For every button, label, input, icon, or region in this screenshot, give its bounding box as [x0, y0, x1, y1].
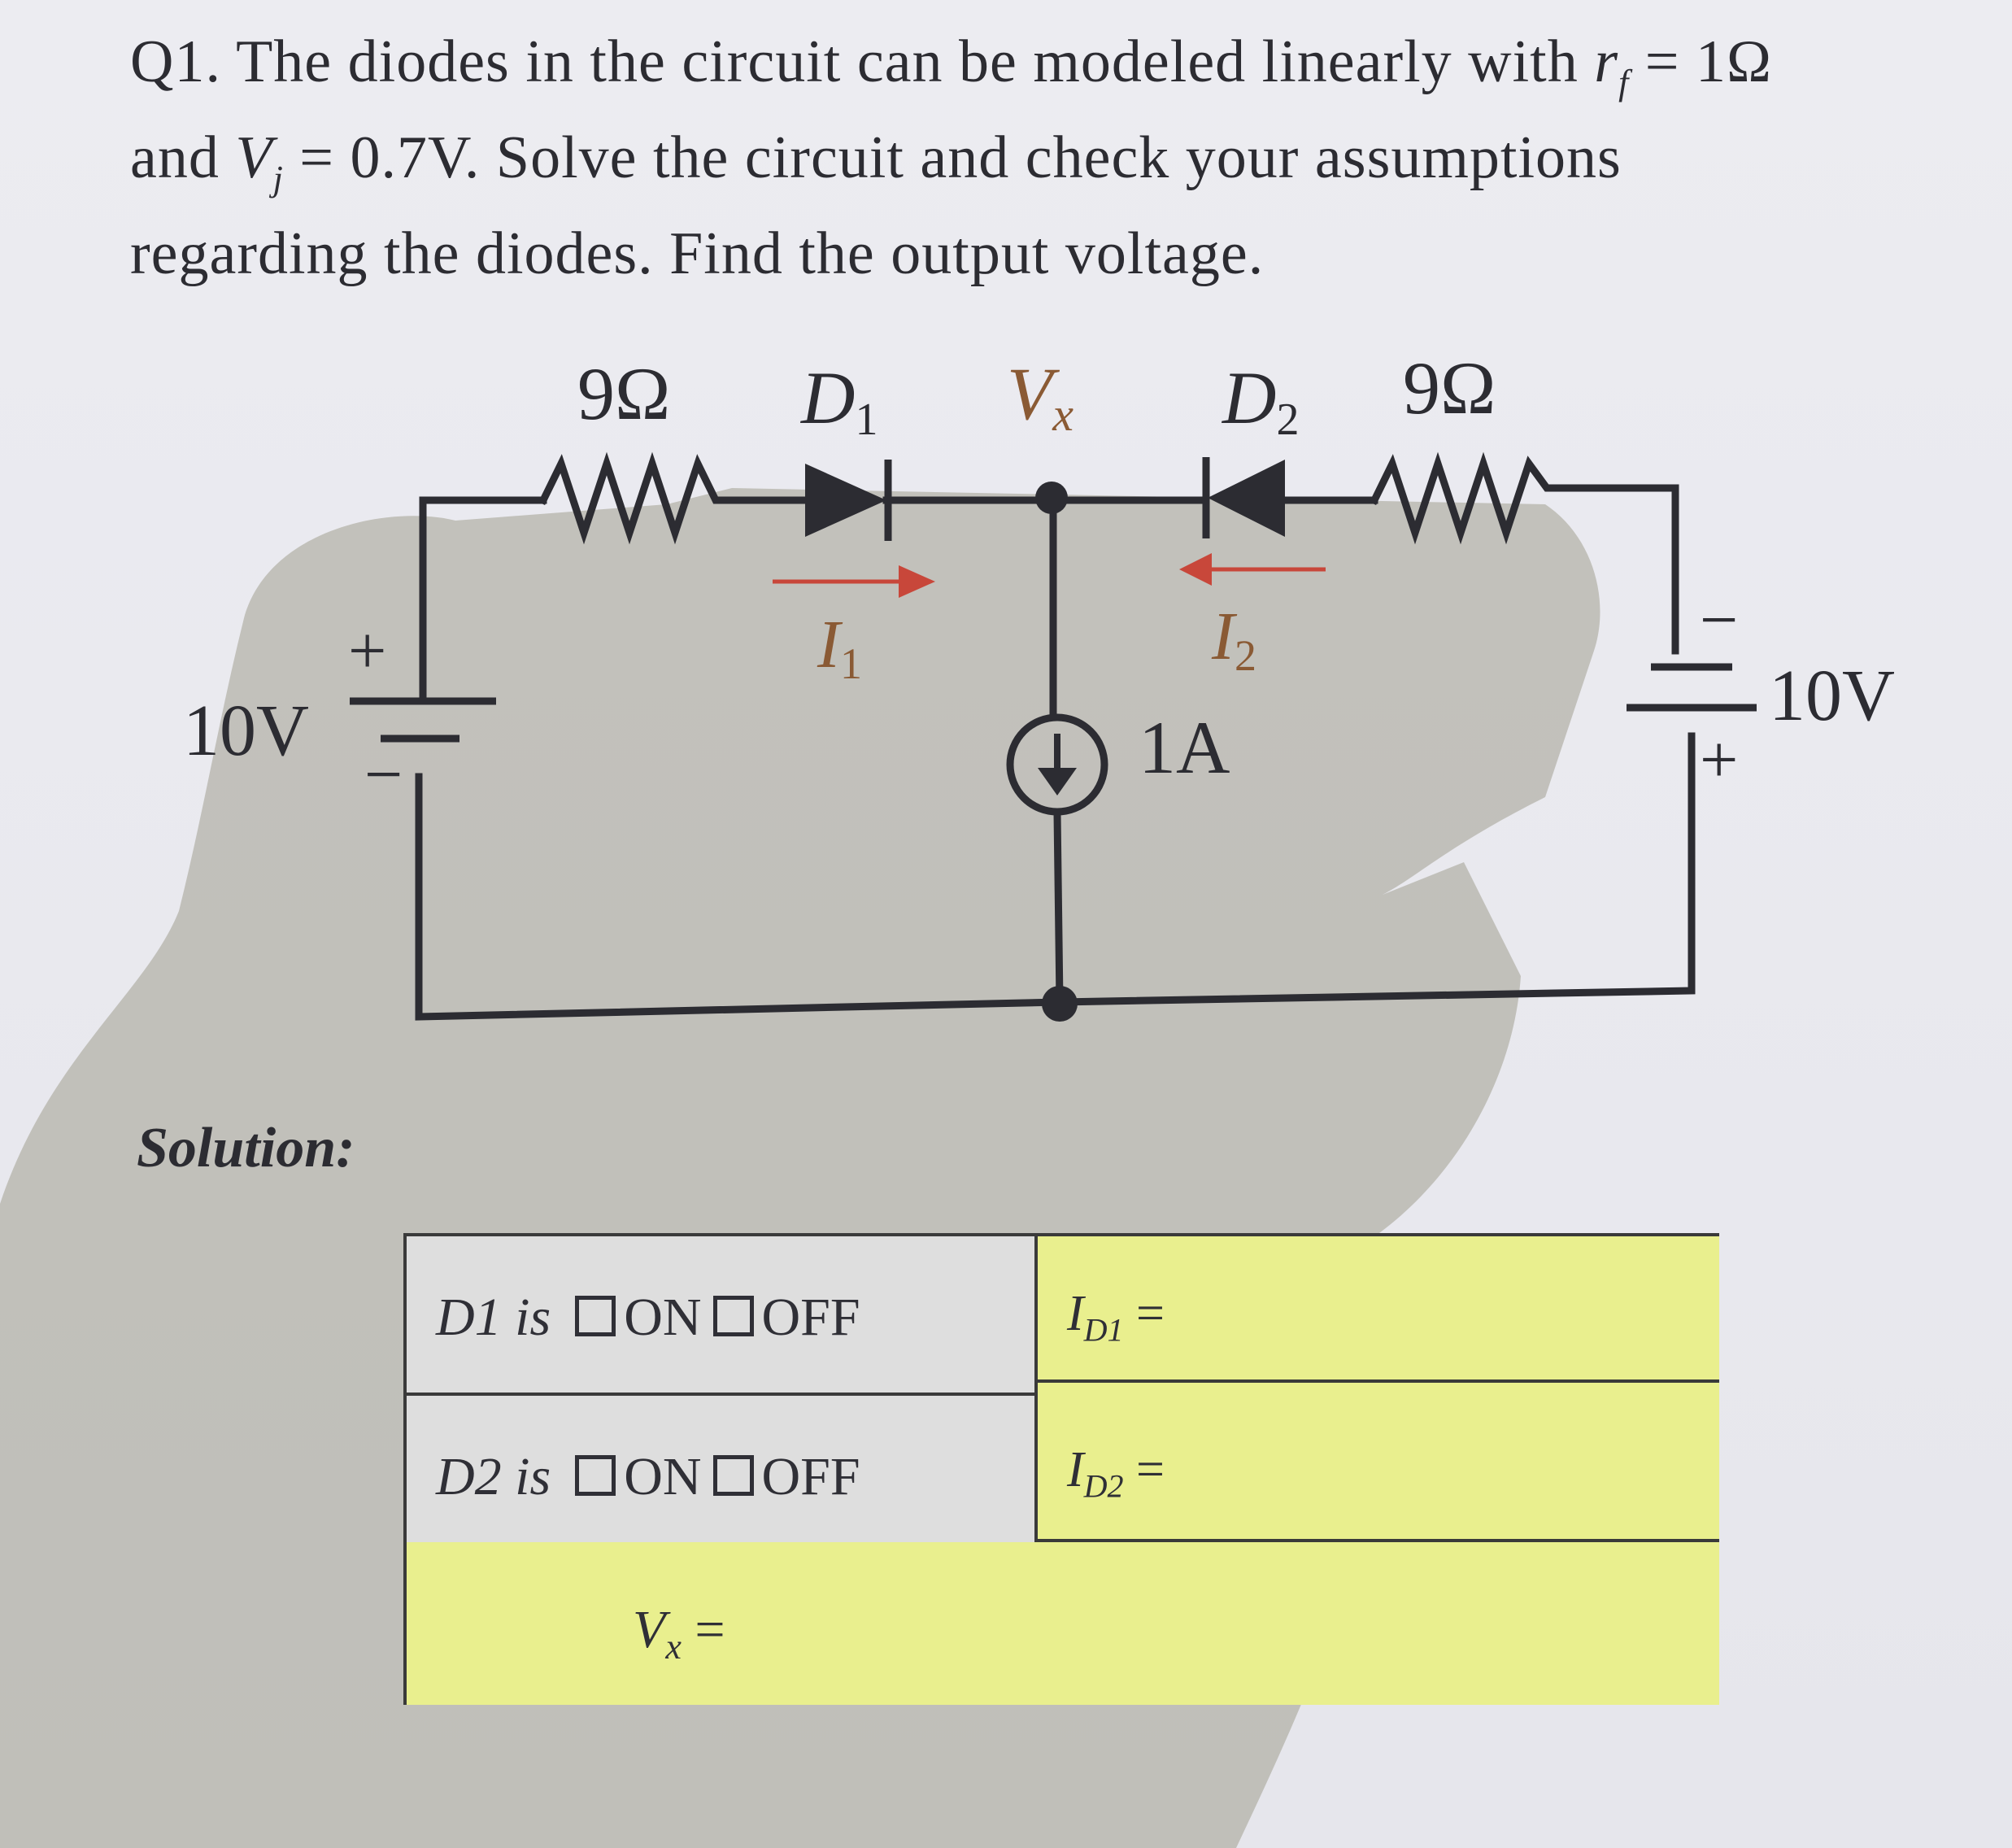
i2-label: I2 — [1211, 599, 1256, 680]
id1-subscript: D1 — [1083, 1311, 1124, 1349]
wire-left-top — [419, 496, 547, 700]
vx-label: Vx — [1007, 352, 1074, 441]
id1-row: ID1 = — [1067, 1285, 1165, 1349]
question-line-1: Q1. The diodes in the circuit can be mod… — [130, 24, 1927, 120]
right-source-label: 10V — [1769, 656, 1895, 736]
d2-on-label: ON — [624, 1447, 702, 1506]
d1-off-checkbox[interactable] — [712, 1296, 754, 1336]
d1-status-cell: D1 is ON OFF — [407, 1236, 1038, 1396]
id1-equals: = — [1123, 1286, 1165, 1341]
d1-label: D1 — [799, 356, 878, 445]
i2-label-sub: 2 — [1235, 631, 1256, 680]
right-source-minus: − — [1700, 582, 1738, 658]
d1-off-label: OFF — [761, 1288, 860, 1347]
vj-subscript: j — [272, 158, 284, 198]
r2-label: 9Ω — [1403, 346, 1496, 429]
rf-value: = 1Ω — [1629, 28, 1773, 95]
question-line-3: regarding the diodes. Find the output vo… — [130, 220, 1265, 287]
solution-label: Solution: — [137, 1117, 355, 1179]
left-source-minus: − — [364, 737, 403, 813]
resistor-r2 — [1369, 451, 1679, 655]
vx-answer-subscript: x — [665, 1627, 682, 1667]
d2-off-label: OFF — [761, 1447, 860, 1506]
d1-label-sub: 1 — [855, 394, 878, 445]
id2-subscript: D2 — [1083, 1467, 1124, 1505]
vx-label-main: V — [1007, 352, 1060, 435]
d2-label-sub: 2 — [1276, 394, 1299, 445]
id2-row: ID2 = — [1067, 1441, 1165, 1505]
question-line-2: and Vj = 0.7V. Solve the circuit and che… — [130, 120, 1927, 216]
resistor-r1 — [538, 451, 809, 545]
d2-on-checkbox[interactable] — [575, 1455, 616, 1496]
current-source-arrow-head — [1038, 768, 1077, 795]
d1-on-checkbox[interactable] — [575, 1296, 616, 1336]
d2-status-label: D2 is — [436, 1447, 551, 1506]
d1-status-label: D1 is — [436, 1288, 551, 1347]
diode-d1 — [805, 464, 886, 537]
question-line2-b: = 0.7V. Solve the circuit and check your… — [283, 124, 1622, 191]
id1-label: I — [1067, 1286, 1084, 1341]
node-bottom — [1042, 986, 1078, 1022]
current-source-label: 1A — [1139, 706, 1230, 789]
current-source-circle — [1006, 713, 1108, 816]
i2-arrow-head — [1179, 553, 1212, 586]
i1-arrow-head — [899, 565, 935, 598]
rf-subscript: f — [1618, 62, 1630, 102]
diode-d2 — [1208, 460, 1285, 537]
id1-cell[interactable]: ID1 = — [1038, 1236, 1719, 1383]
node-vx — [1035, 482, 1068, 514]
id2-equals: = — [1123, 1442, 1165, 1497]
i1-label: I1 — [817, 607, 862, 688]
vx-answer-equals: = — [681, 1600, 725, 1659]
vj-symbol: V — [235, 124, 273, 191]
d2-off-checkbox[interactable] — [712, 1455, 754, 1496]
d1-label-main: D — [799, 356, 855, 439]
vx-label-sub: x — [1052, 388, 1074, 441]
id2-cell[interactable]: ID2 = — [1038, 1383, 1719, 1542]
wire-source-bottom — [1053, 809, 1064, 1006]
vx-answer-row: Vx = — [633, 1599, 725, 1667]
left-source-plus: + — [348, 613, 386, 689]
id2-label: I — [1067, 1442, 1084, 1497]
i2-label-main: I — [1211, 599, 1238, 674]
question-text: Q1. The diodes in the circuit can be mod… — [130, 24, 1927, 291]
i1-label-main: I — [817, 607, 843, 682]
question-prefix: Q1. The diodes in the circuit can be mod… — [130, 28, 1595, 95]
d2-label-main: D — [1221, 356, 1276, 439]
i1-label-sub: 1 — [840, 639, 862, 688]
right-source-plus: + — [1700, 722, 1738, 798]
d2-status-row: D2 is ON OFF — [436, 1446, 860, 1508]
rf-symbol: r — [1594, 28, 1619, 95]
left-source-label: 10V — [183, 691, 309, 771]
d1-status-row: D1 is ON OFF — [436, 1287, 860, 1349]
vx-answer-cell[interactable]: Vx = — [407, 1542, 1719, 1705]
d2-status-cell: D2 is ON OFF — [407, 1396, 1038, 1555]
question-line2-a: and — [130, 124, 236, 191]
vx-answer-label: V — [633, 1600, 666, 1659]
d1-on-label: ON — [624, 1288, 702, 1347]
r1-label: 9Ω — [577, 352, 670, 435]
d2-label: D2 — [1221, 356, 1299, 445]
